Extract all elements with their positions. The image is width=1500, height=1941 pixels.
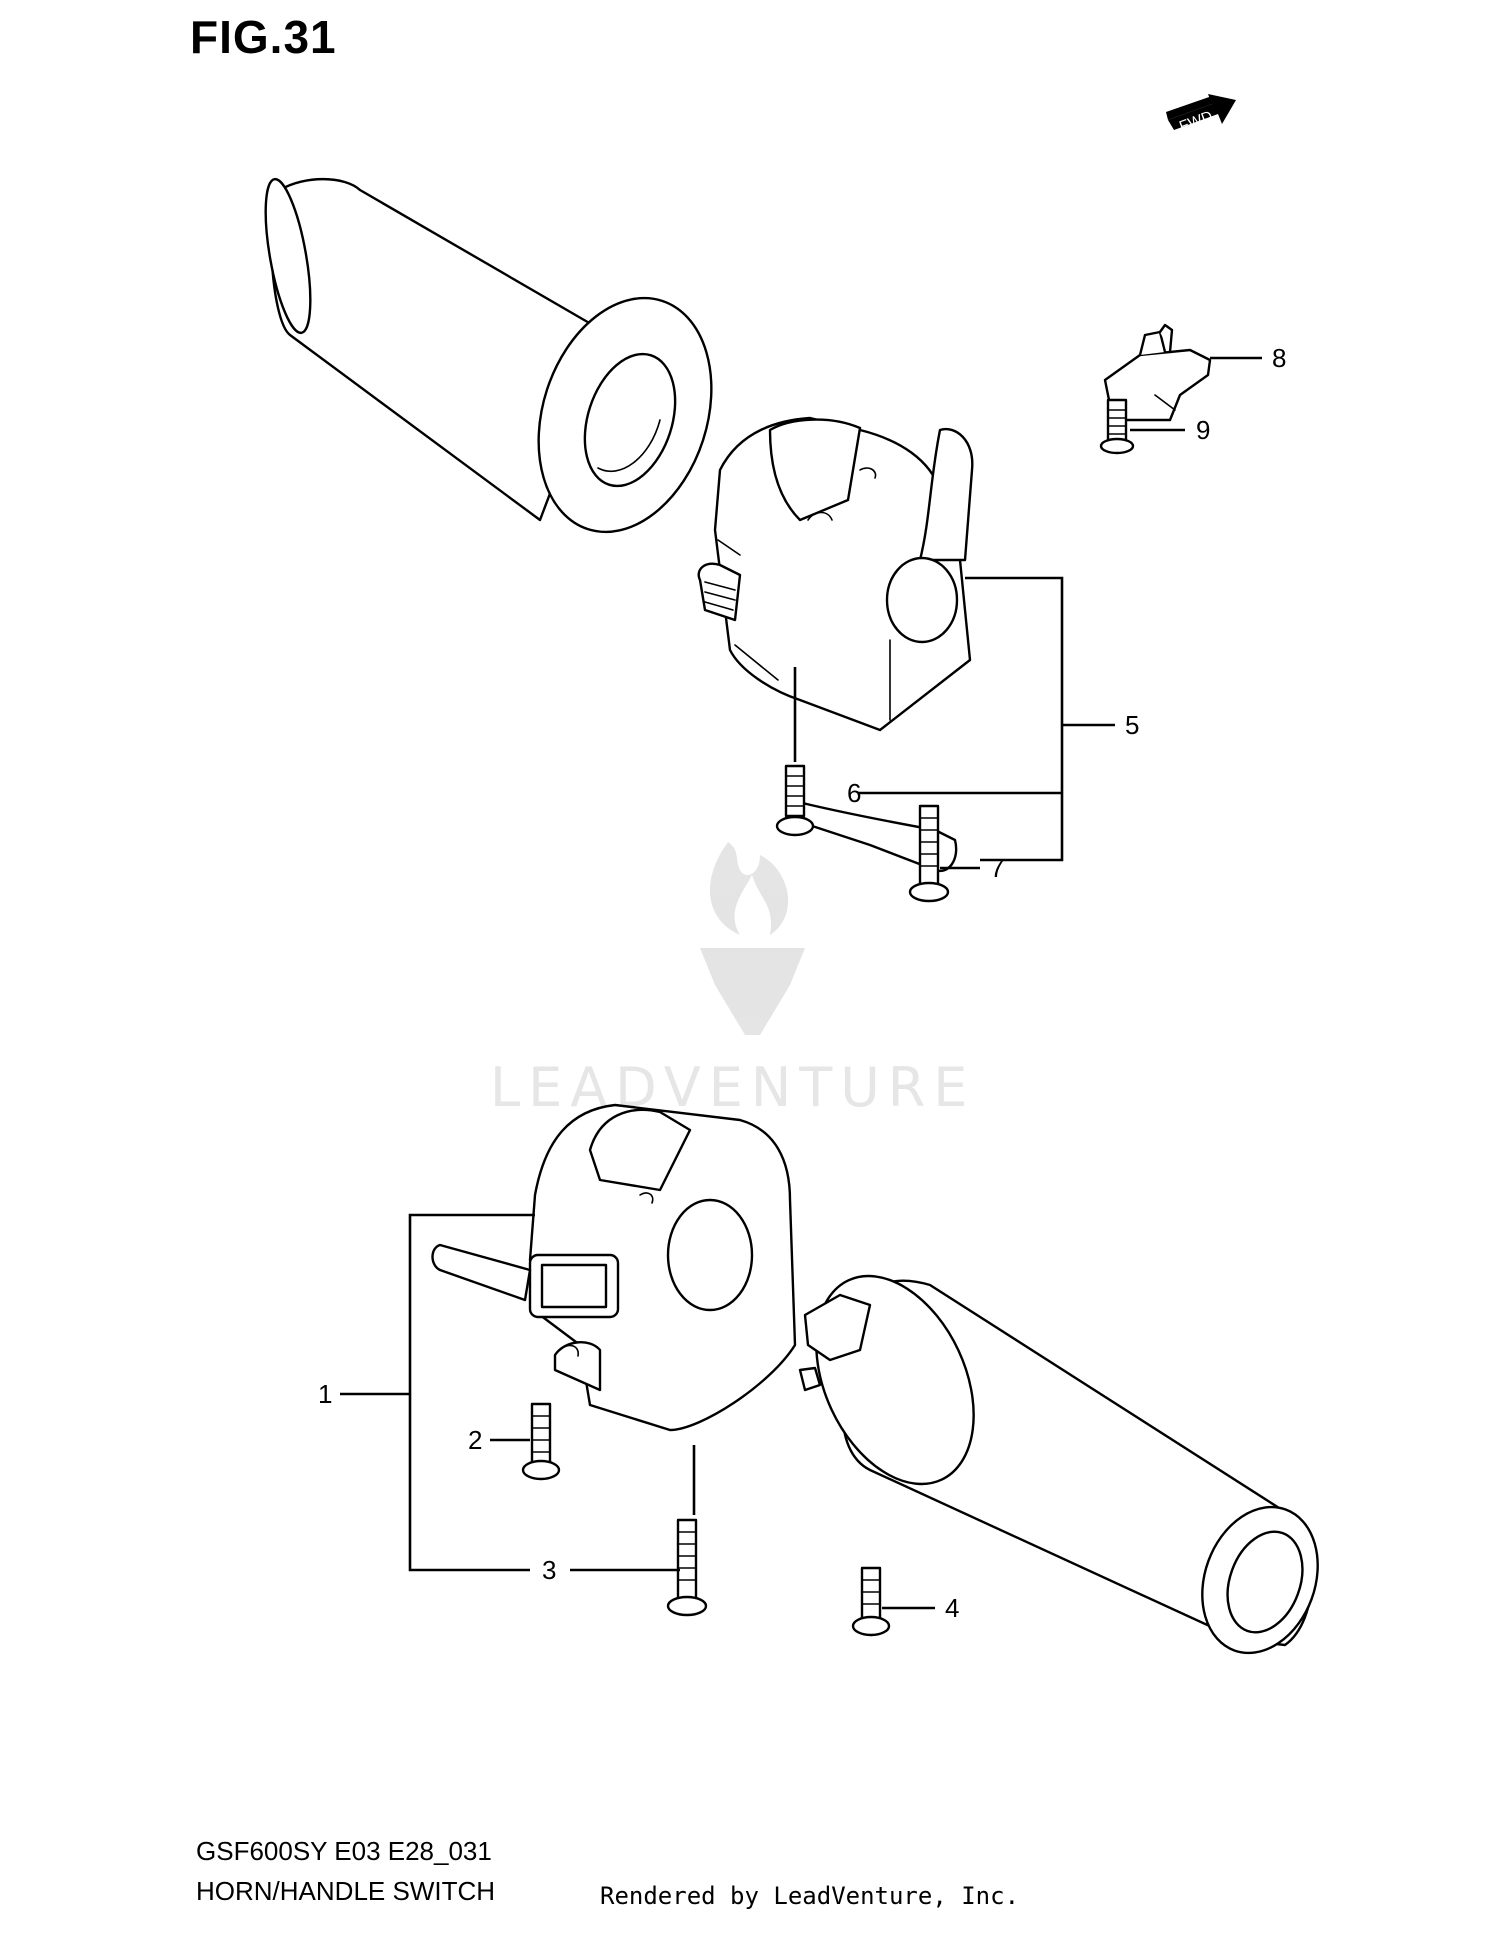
callout-4: 4 [945,1593,959,1623]
right-grip [798,1274,1319,1655]
figure-title: FIG.31 [190,11,337,63]
left-grip [264,177,713,534]
screw-4 [851,1566,891,1637]
callout-3: 3 [542,1555,556,1585]
leader-lines [340,356,1262,1610]
forward-arrow-icon: FWD [1166,94,1236,135]
leadventure-flame-logo [700,842,805,1035]
callout-6: 6 [847,778,861,808]
screw-2 [521,1402,561,1481]
watermark-text: LEADVENTURE [490,1056,976,1119]
screw-3 [666,1518,708,1617]
model-code: GSF600SY E03 E28_031 [196,1836,492,1866]
callout-7: 7 [990,853,1004,883]
screw-9 [1099,398,1135,455]
callout-2: 2 [468,1425,482,1455]
callout-5: 5 [1125,710,1139,740]
switch-assembly-upper [697,416,974,873]
rendered-by-credit: Rendered by LeadVenture, Inc. [600,1882,1020,1910]
screw-6 [775,764,815,837]
callout-8: 8 [1272,343,1286,373]
switch-assembly-lower [431,1103,797,1432]
callout-9: 9 [1196,415,1210,445]
section-name: HORN/HANDLE SWITCH [196,1876,496,1906]
screw-7 [908,804,950,903]
callout-1: 1 [318,1379,332,1409]
